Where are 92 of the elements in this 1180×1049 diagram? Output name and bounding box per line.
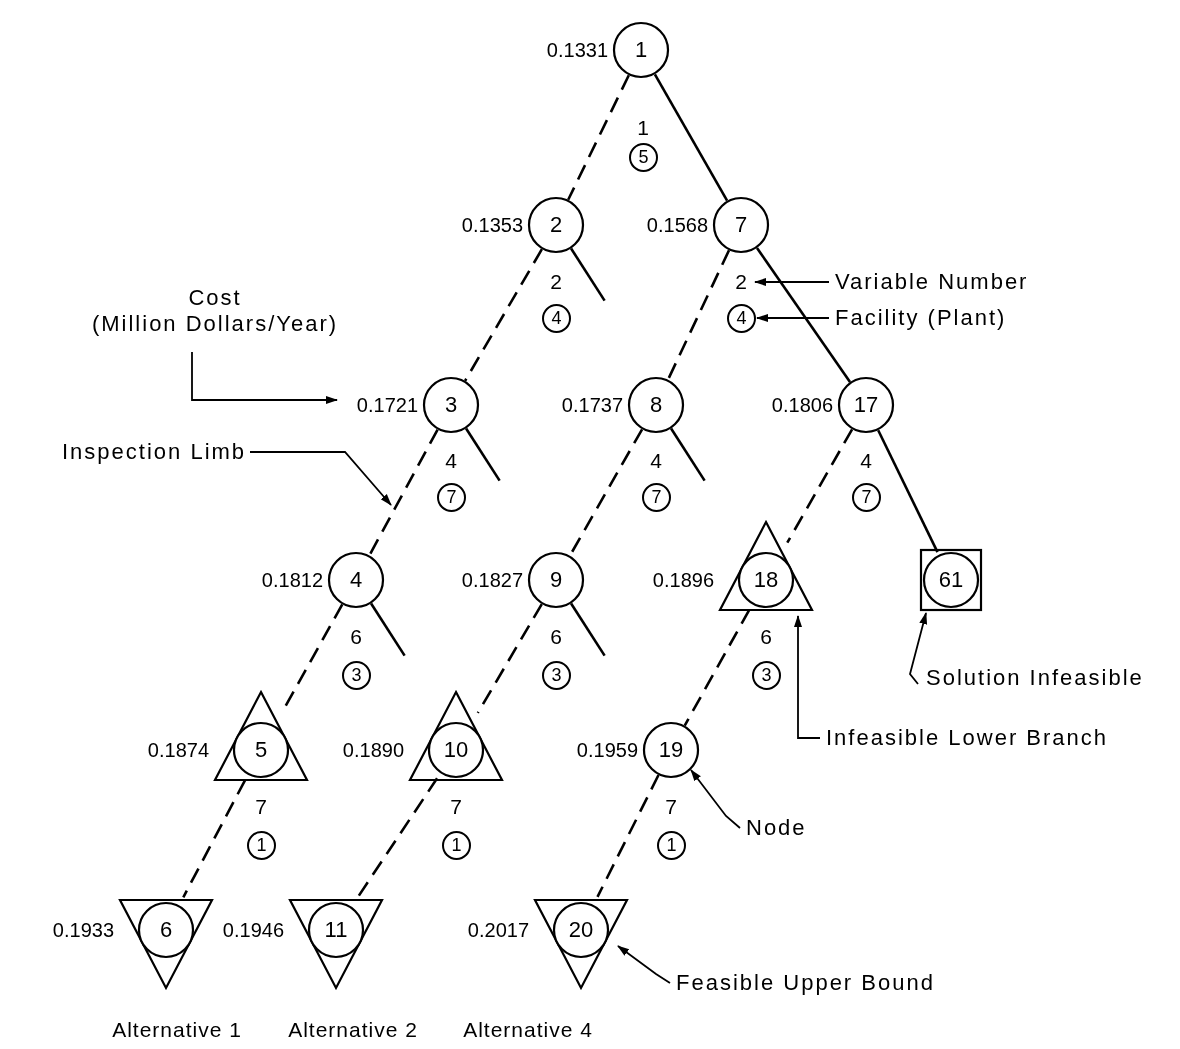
cost-value: 0.1946	[221, 918, 284, 942]
facility-circle: 7	[437, 483, 466, 512]
cost-value: 0.1933	[51, 918, 114, 942]
variable-number: 2	[549, 270, 563, 294]
variable-number: 2	[734, 270, 748, 294]
branch-stub	[370, 602, 406, 657]
annotation-text: (Million Dollars/Year)	[90, 311, 340, 337]
variable-number: 4	[859, 449, 873, 473]
facility-circle: 3	[542, 661, 571, 690]
node-number: 9	[548, 567, 564, 593]
cost-value: 0.1737	[560, 393, 623, 417]
alternative-label: Alternative 4	[462, 1018, 594, 1042]
dashed-branch	[567, 74, 630, 201]
cost-value: 0.1331	[545, 38, 608, 62]
facility-circle: 7	[852, 483, 881, 512]
facility-circle: 7	[642, 483, 671, 512]
alternative-label: Alternative 1	[111, 1018, 243, 1042]
node-number: 5	[253, 737, 269, 763]
solid-branch	[755, 247, 852, 383]
leader-line	[756, 314, 830, 322]
facility-circle: 4	[542, 304, 571, 333]
cost-value: 0.2017	[466, 918, 529, 942]
variable-number: 4	[649, 449, 663, 473]
node-number: 4	[348, 567, 364, 593]
solid-branch	[653, 73, 729, 202]
leader-line	[794, 615, 821, 739]
node-number: 18	[752, 567, 780, 593]
dashed-branch	[596, 774, 660, 898]
annotation-text: Cost	[187, 285, 243, 311]
cost-value: 0.1874	[146, 738, 209, 762]
facility-circle: 1	[657, 831, 686, 860]
solid-branch	[877, 429, 939, 553]
cost-value: 0.1959	[575, 738, 638, 762]
cost-value: 0.1890	[341, 738, 404, 762]
cost-value: 0.1568	[645, 213, 708, 237]
node-number: 11	[323, 917, 349, 943]
variable-number: 6	[349, 625, 363, 649]
cost-value: 0.1812	[260, 568, 323, 592]
dashed-branch	[683, 609, 751, 727]
node-number: 3	[443, 392, 459, 418]
dashed-branch	[463, 248, 544, 382]
facility-circle: 1	[247, 831, 276, 860]
leader-line	[191, 351, 338, 404]
node-number: 61	[937, 567, 965, 593]
variable-number: 6	[759, 625, 773, 649]
leader-line	[690, 769, 741, 829]
leader-line	[754, 278, 830, 286]
annotation-text: Node	[746, 815, 807, 841]
cost-value: 0.1806	[770, 393, 833, 417]
branch-stub	[670, 427, 706, 482]
node-number: 20	[567, 917, 595, 943]
cost-value: 0.1896	[651, 568, 714, 592]
node-number: 1	[633, 37, 649, 63]
facility-circle: 3	[342, 661, 371, 690]
leader-line	[617, 945, 671, 984]
annotation-text: Infeasible Lower Branch	[826, 725, 1109, 751]
node-number: 6	[158, 917, 174, 943]
variable-number: 4	[444, 449, 458, 473]
annotation-text: Inspection Limb	[62, 439, 247, 465]
branch-stub	[570, 247, 606, 302]
leader-line	[249, 451, 392, 506]
facility-circle: 3	[752, 661, 781, 690]
annotation-text: Variable Number	[835, 269, 1029, 295]
annotation-text: Facility (Plant)	[835, 305, 1007, 331]
dashed-branch	[786, 428, 854, 544]
branch-stub	[465, 427, 501, 482]
facility-circle: 5	[629, 143, 658, 172]
variable-number: 6	[549, 625, 563, 649]
node-number: 2	[548, 212, 564, 238]
variable-number: 7	[449, 795, 463, 819]
variable-number: 7	[254, 795, 268, 819]
dashed-branch	[368, 429, 439, 556]
alternative-label: Alternative 2	[287, 1018, 419, 1042]
variable-number: 1	[636, 116, 650, 140]
cost-value: 0.1827	[460, 568, 523, 592]
dashed-branch	[182, 779, 247, 898]
cost-value: 0.1721	[355, 393, 418, 417]
variable-number: 7	[664, 795, 678, 819]
dashed-branch	[666, 249, 731, 381]
node-number: 17	[852, 392, 880, 418]
cost-value: 0.1353	[460, 213, 523, 237]
node-number: 10	[442, 737, 470, 763]
node-number: 8	[648, 392, 664, 418]
annotation-text: Solution Infeasible	[926, 665, 1144, 691]
annotation-text: Feasible Upper Bound	[676, 970, 935, 996]
dashed-branch	[476, 603, 543, 714]
facility-circle: 1	[442, 831, 471, 860]
node-number: 7	[733, 212, 749, 238]
node-number: 19	[657, 737, 685, 763]
facility-circle: 4	[727, 304, 756, 333]
branch-stub	[570, 602, 606, 657]
leader-line	[909, 612, 928, 685]
